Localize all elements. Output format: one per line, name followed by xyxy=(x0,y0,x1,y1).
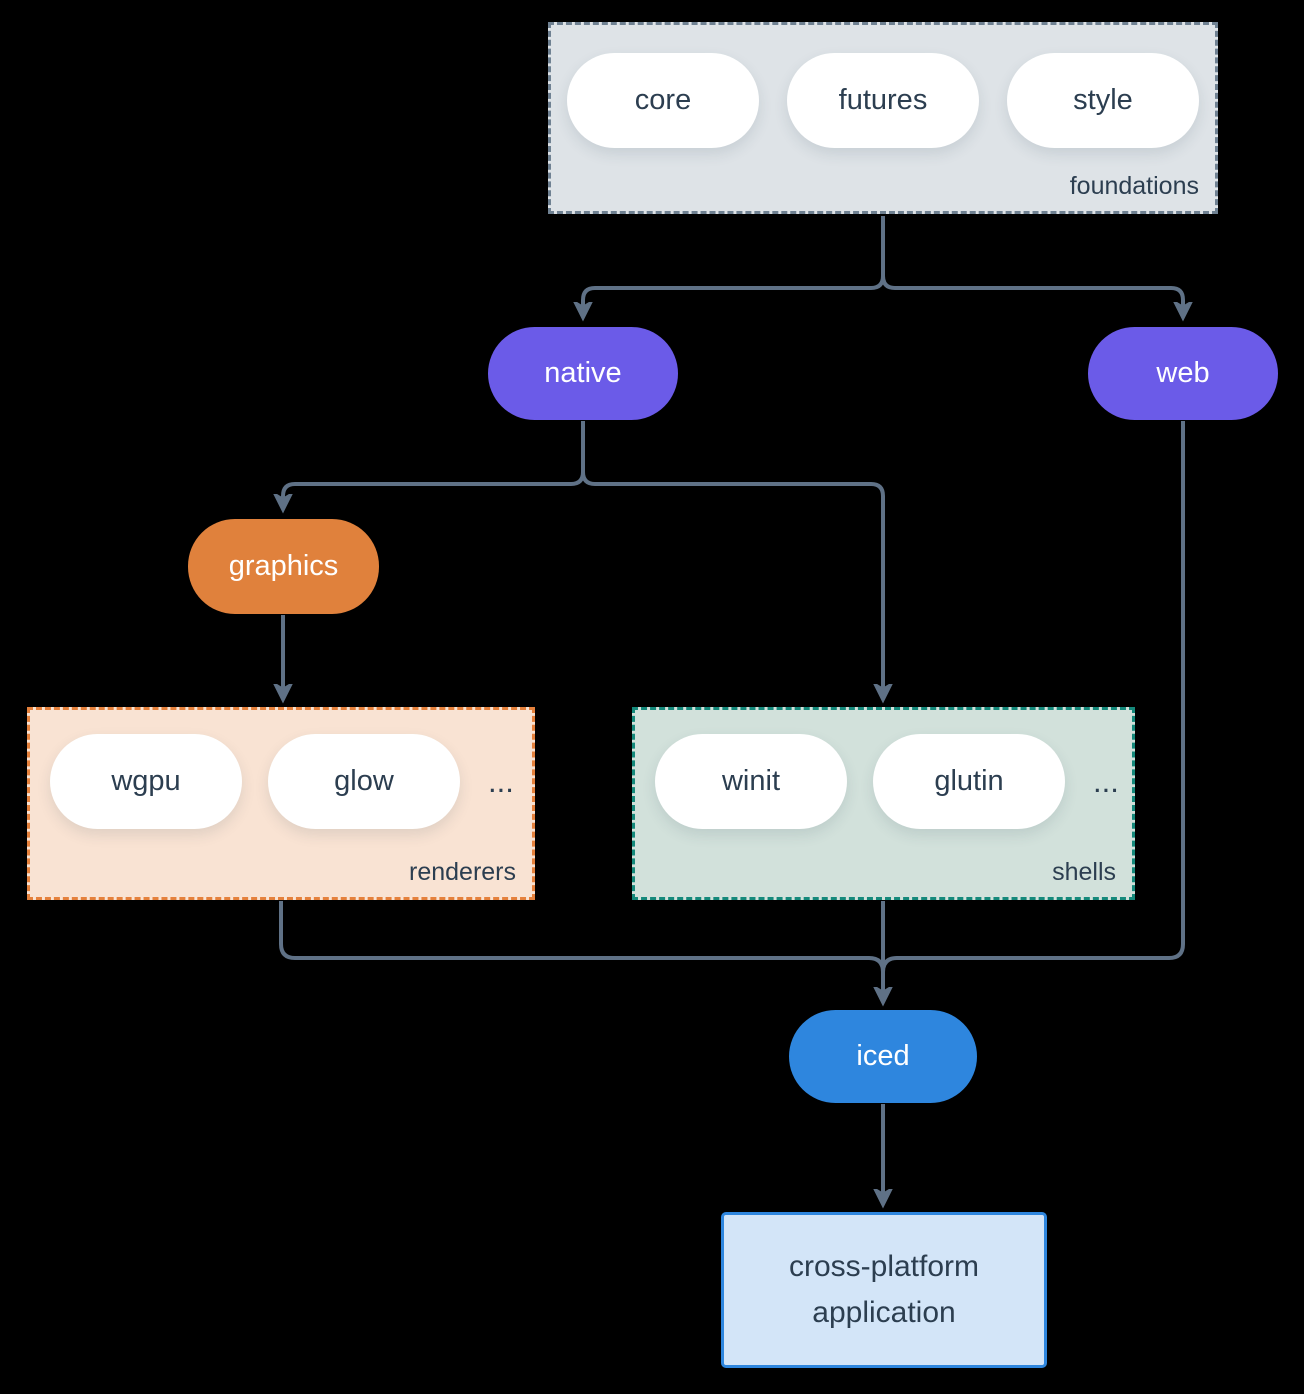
iced-node: iced xyxy=(789,1010,977,1103)
pill-glutin: glutin xyxy=(873,734,1065,829)
renderers-group: wgpu glow ... renderers xyxy=(27,707,535,900)
application-node: cross-platform application xyxy=(721,1212,1047,1368)
renderers-ellipsis: ... xyxy=(488,763,514,799)
shells-ellipsis: ... xyxy=(1093,763,1119,799)
foundations-pill-row: core futures style xyxy=(551,25,1215,148)
edge-native-graphics xyxy=(283,421,585,507)
pill-winit: winit xyxy=(655,734,847,829)
shells-group: winit glutin ... shells xyxy=(632,707,1135,900)
pill-wgpu: wgpu xyxy=(50,734,242,829)
pill-core: core xyxy=(567,53,759,148)
pill-style: style xyxy=(1007,53,1199,148)
pill-glow: glow xyxy=(268,734,460,829)
renderers-pill-row: wgpu glow ... xyxy=(30,710,532,829)
foundations-group: core futures style foundations xyxy=(548,22,1218,214)
edge-native-shells xyxy=(581,471,883,697)
shells-pill-row: winit glutin ... xyxy=(635,710,1132,829)
edge-renderers-iced xyxy=(279,901,885,973)
web-node: web xyxy=(1088,327,1278,420)
shells-label: shells xyxy=(1052,858,1116,886)
pill-futures: futures xyxy=(787,53,979,148)
renderers-label: renderers xyxy=(409,858,516,886)
native-node: native xyxy=(488,327,678,420)
edge-foundations-web xyxy=(881,275,1183,315)
graphics-node: graphics xyxy=(188,519,379,614)
edge-foundations-native xyxy=(583,216,885,315)
foundations-label: foundations xyxy=(1069,172,1199,200)
